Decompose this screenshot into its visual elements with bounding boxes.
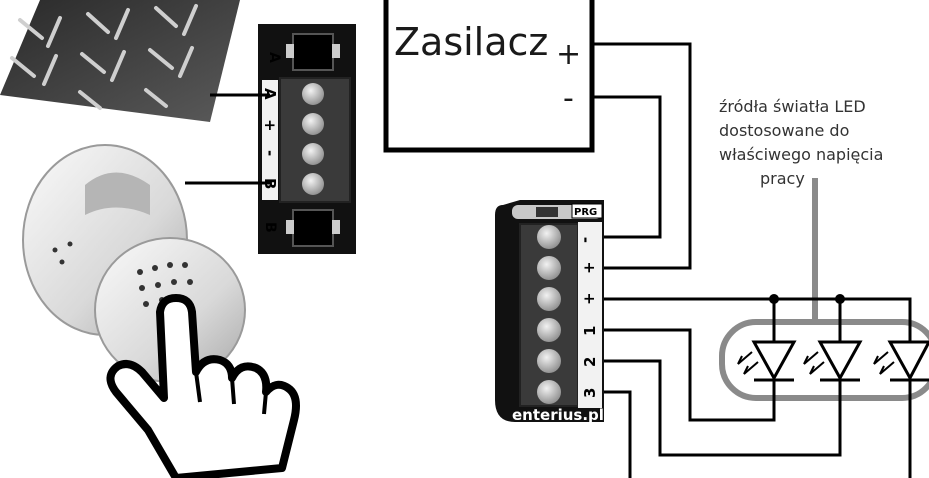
led-diode-icon	[803, 340, 863, 382]
controller-pin-plus-2: +	[580, 292, 598, 305]
controller-pin-3: 3	[581, 388, 599, 398]
controller-pin-plus-1: +	[580, 261, 598, 274]
led-group-outline	[719, 319, 929, 401]
power-supply: Zasilacz + -	[383, 0, 595, 153]
power-supply-plus: +	[556, 37, 581, 72]
power-supply-label: Zasilacz	[394, 20, 548, 64]
input-wires	[185, 93, 270, 185]
led-note-line-4: pracy	[760, 169, 805, 188]
wall-pin-plus: +	[261, 119, 279, 132]
controller-module: PRG - + + 1 2 3 enterius.pl	[495, 200, 604, 424]
controller-pin-2: 2	[581, 357, 599, 367]
controller-brand: enterius.pl	[512, 406, 604, 424]
metal-plate-image	[0, 0, 240, 122]
led-diode-icon	[873, 340, 929, 382]
led-note-line-1: źródła światła LED	[719, 97, 866, 116]
wall-pin-minus: -	[261, 150, 279, 156]
wires	[592, 42, 912, 478]
led-diode-icon	[737, 340, 797, 382]
controller-pin-1: 1	[581, 326, 599, 336]
wire-junctions	[769, 294, 845, 304]
wall-tag-bottom: B	[262, 222, 278, 233]
hand-pointer-icon	[106, 294, 300, 478]
led-note: źródła światła LED dostosowane do właści…	[719, 97, 883, 188]
controller-prg-label: PRG	[574, 207, 597, 218]
led-note-line-3: właściwego napięcia	[719, 145, 883, 164]
led-note-line-2: dostosowane do	[719, 121, 849, 140]
doorbell-button-image	[22, 144, 246, 383]
wall-module: A B A + - B	[258, 24, 356, 254]
wall-tag-top: A	[266, 52, 282, 63]
power-supply-minus: -	[563, 81, 574, 116]
controller-pin-minus: -	[576, 237, 594, 243]
